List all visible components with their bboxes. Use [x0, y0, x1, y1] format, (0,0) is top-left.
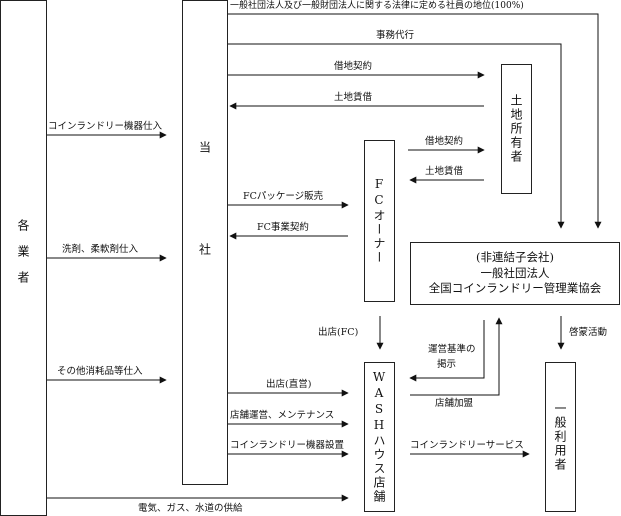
edge-member-status — [228, 13, 602, 229]
edge-admin-agency — [228, 43, 565, 229]
node-vendors: 各業者 — [0, 0, 47, 516]
label-admin-agency: 事務代行 — [376, 30, 415, 41]
node-wash-house: WASHハウス店舗 — [364, 362, 395, 512]
label-member-status: 一般社団法人及び一般財団法人に関する法律に定める社員の地位(100%) — [230, 1, 524, 11]
label-laundry-service: コインランドリーサービス — [410, 440, 524, 451]
node-company: 当社 — [182, 0, 228, 485]
node-wash-house-label: WASHハウス店舗 — [372, 370, 386, 504]
label-store-ops: 店舗運営、メンテナンス — [230, 410, 335, 421]
label-direct-opening: 出店(直営) — [266, 379, 312, 390]
label-rent-top: 土地賃借 — [334, 92, 373, 103]
node-landowner: 土地所有者 — [501, 64, 532, 194]
node-association-line2: 一般社団法人 — [480, 265, 550, 280]
edge-ops-standard — [409, 320, 485, 382]
label-consumables: その他消耗品等仕入 — [57, 366, 143, 377]
edge-store-join — [410, 317, 503, 396]
node-fc-owner: FCオーナー — [364, 140, 395, 302]
node-association-line3: 全国コインランドリー管理業協会 — [428, 281, 602, 296]
label-ops-standard-1: 運営基準の — [428, 344, 476, 355]
label-fc-opening: 出店(FC) — [318, 327, 359, 338]
label-detergent: 洗剤、柔軟剤仕入 — [62, 244, 139, 255]
node-association: (非連結子会社) 一般社団法人 全国コインランドリー管理業協会 — [410, 242, 620, 305]
label-awareness: 啓蒙活動 — [569, 327, 608, 338]
label-utilities: 電気、ガス、水道の供給 — [138, 503, 243, 514]
node-users-label: 一般利用者 — [553, 402, 567, 472]
node-fc-owner-label: FCオーナー — [372, 177, 386, 265]
node-vendors-label: 各業者 — [16, 219, 30, 297]
label-equipment: コインランドリー機器設置 — [230, 440, 345, 451]
label-ops-standard-2: 掲示 — [437, 359, 457, 370]
label-rent-mid: 土地賃借 — [425, 166, 464, 177]
label-fc-contract: FC事業契約 — [257, 222, 309, 233]
label-coin-purchase: コインランドリー機器仕入 — [48, 121, 163, 132]
label-store-join: 店舗加盟 — [435, 398, 474, 409]
label-fc-package: FCパッケージ販売 — [243, 191, 324, 202]
node-landowner-label: 土地所有者 — [509, 94, 523, 164]
label-lease-mid: 借地契約 — [425, 136, 464, 147]
node-company-label: 当社 — [197, 140, 212, 345]
node-association-line1: (非連結子会社) — [476, 250, 554, 265]
label-lease-top: 借地契約 — [334, 61, 373, 72]
node-users: 一般利用者 — [545, 362, 576, 512]
